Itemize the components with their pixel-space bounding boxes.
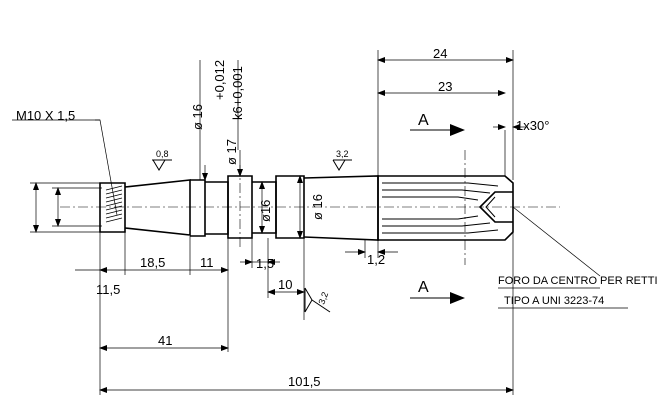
roughness-symbol-32-bottom [304,287,331,313]
thread-hatch [105,185,123,223]
taper-section [124,179,191,236]
center-hole-inner [485,196,496,218]
dia16-top-label: ø 16 [190,104,205,130]
dim-text-18-5: 18,5 [140,255,165,270]
groove-section [205,181,229,235]
thread-leader [95,119,118,216]
spline-teeth [382,182,499,234]
dim-text-11: 11 [200,255,214,270]
tolerance-lower: k6+0,001 [230,66,245,120]
dim-text-41: 41 [158,333,172,348]
note-line-1: FORO DA CENTRO PER RETTIFICA [498,275,657,287]
note-line-2: TIPO A UNI 3223-74 [504,295,604,307]
section-arrow-top [410,124,465,136]
roughness-symbol-08 [152,159,172,171]
dia17-label: ø 17 [224,139,239,165]
dim-text-24: 24 [433,46,447,61]
dim-text-1-5: 1,5 [256,256,274,271]
dim-text-10: 10 [278,277,292,292]
section-label-bottom: A [418,279,429,296]
dim-text-11-5: 11,5 [96,282,120,297]
thread-label: M10 X 1,5 [16,108,75,123]
dia16-mid-label: ø16 [258,200,273,222]
section-label-top: A [418,112,429,129]
roughness-symbol-32-top [332,159,352,171]
tolerance-upper: +0,012 [212,60,227,100]
dim-text-23: 23 [438,79,452,94]
roughness-label-32-bottom: 3,2 [316,291,330,306]
section-arrow-bottom [410,292,465,304]
dia16-right-label: ø 16 [310,194,325,220]
dim-text-101-5: 101,5 [288,374,321,389]
dim-text-1-2: 1,2 [367,252,385,267]
chamfer-label: 1x30° [516,118,549,133]
shoulder-1 [190,179,206,237]
roughness-label-32-top: 3,2 [336,149,349,159]
roughness-label-08: 0,8 [156,149,169,159]
shaft-outline [99,175,514,241]
note-leader [512,206,601,277]
dimension-lines [33,57,514,393]
